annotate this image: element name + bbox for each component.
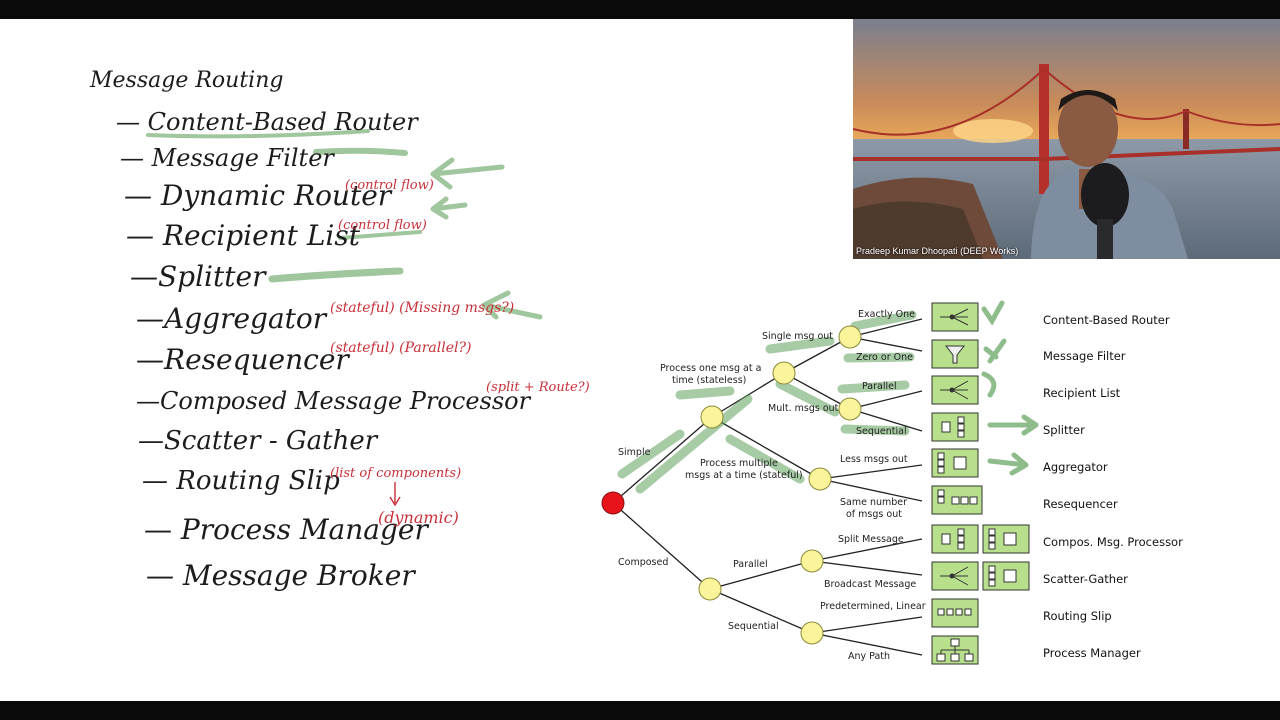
board-item-recipient-list: — Recipient List xyxy=(126,219,361,252)
tree-root-node xyxy=(601,491,625,515)
svg-text:Aggregator: Aggregator xyxy=(1043,460,1108,474)
svg-text:Process Manager: Process Manager xyxy=(1043,646,1141,660)
svg-text:Resequencer: Resequencer xyxy=(1043,497,1118,511)
tree-edges xyxy=(612,318,923,656)
svg-text:Composed: Composed xyxy=(618,557,668,568)
routing-slip-icon xyxy=(931,598,979,628)
svg-text:msgs at a time (stateful): msgs at a time (stateful) xyxy=(685,470,803,481)
board-item-composed-message-processor: —Composed Message Processor xyxy=(136,387,532,415)
board-item-resequencer: —Resequencer xyxy=(136,343,350,376)
note-aggregator: (stateful) (Missing msgs?) xyxy=(330,300,514,316)
svg-text:Any Path: Any Path xyxy=(848,651,890,662)
board-item-splitter: —Splitter xyxy=(130,260,267,293)
scatter-gather-icon xyxy=(931,561,1030,591)
composed-message-processor-icon xyxy=(931,524,1030,554)
edge-labels: Simple Composed Process one msg at a tim… xyxy=(618,309,926,662)
message-filter-icon xyxy=(931,339,979,369)
board-item-process-manager: — Process Manager xyxy=(144,513,429,546)
svg-text:Predetermined, Linear: Predetermined, Linear xyxy=(820,601,926,612)
board-item-routing-slip: — Routing Slip xyxy=(142,466,340,496)
icon-check-marks xyxy=(981,300,1039,476)
board-item-content-based-router: — Content-Based Router xyxy=(116,108,419,136)
board-item-scatter-gather: —Scatter - Gather xyxy=(138,426,379,456)
svg-text:Content-Based Router: Content-Based Router xyxy=(1043,313,1170,327)
svg-text:Splitter: Splitter xyxy=(1043,423,1085,437)
tree-highlights xyxy=(617,310,917,494)
board-item-message-broker: — Message Broker xyxy=(146,559,416,592)
recipient-list-icon xyxy=(931,375,979,405)
green-highlights xyxy=(146,129,543,320)
svg-text:Recipient List: Recipient List xyxy=(1043,386,1121,400)
webcam-overlay: Pradeep Kumar Dhoopati (DEEP Works) xyxy=(853,19,1280,259)
content-based-router-icon xyxy=(931,302,979,332)
svg-text:Routing Slip: Routing Slip xyxy=(1043,609,1112,623)
svg-text:Process one msg at a: Process one msg at a xyxy=(660,363,761,374)
svg-text:Same number: Same number xyxy=(840,497,907,508)
svg-text:Process multiple: Process multiple xyxy=(700,458,778,469)
svg-text:Sequential: Sequential xyxy=(728,621,779,632)
pattern-icons xyxy=(931,302,1030,665)
svg-text:Parallel: Parallel xyxy=(733,559,768,570)
svg-text:Split Message: Split Message xyxy=(838,534,904,545)
svg-text:Parallel: Parallel xyxy=(862,381,897,392)
svg-text:Simple: Simple xyxy=(618,447,651,458)
letterbox-top xyxy=(0,0,1280,19)
note-recipient-list: (control flow) xyxy=(338,218,427,233)
process-manager-icon xyxy=(931,635,979,665)
svg-text:Scatter-Gather: Scatter-Gather xyxy=(1043,572,1128,586)
board-list: — Content-Based Router — Message Filter … xyxy=(116,108,590,592)
svg-text:Single msg out: Single msg out xyxy=(762,331,833,342)
note-process-manager: (dynamic) xyxy=(378,508,459,527)
svg-text:Less msgs out: Less msgs out xyxy=(840,454,908,465)
participant-name: Pradeep Kumar Dhoopati (DEEP Works) xyxy=(856,246,1019,256)
note-resequencer: (stateful) (Parallel?) xyxy=(330,340,471,356)
svg-text:Sequential: Sequential xyxy=(856,426,907,437)
resequencer-icon xyxy=(931,485,983,515)
board-item-aggregator: —Aggregator xyxy=(136,302,328,335)
svg-text:Zero or One: Zero or One xyxy=(856,352,913,363)
svg-text:Compos. Msg. Processor: Compos. Msg. Processor xyxy=(1043,535,1183,549)
splitter-icon xyxy=(931,412,979,442)
svg-text:Broadcast Message: Broadcast Message xyxy=(824,579,916,590)
svg-text:Message Filter: Message Filter xyxy=(1043,349,1126,363)
svg-text:Mult. msgs out: Mult. msgs out xyxy=(768,403,839,414)
svg-text:time (stateless): time (stateless) xyxy=(672,375,746,386)
note-dynamic-router: (control flow) xyxy=(345,178,434,193)
note-arrow xyxy=(389,482,401,507)
aggregator-icon xyxy=(931,448,979,478)
board-title: Message Routing xyxy=(89,68,283,93)
note-routing-slip: (list of components) xyxy=(330,466,461,481)
whiteboard-canvas: Message Routing — Content-Based Router —… xyxy=(89,68,1183,665)
letterbox-bottom xyxy=(0,701,1280,720)
note-composed-message-processor: (split + Route?) xyxy=(486,380,590,395)
board-item-dynamic-router: — Dynamic Router xyxy=(124,179,393,212)
board-item-message-filter: — Message Filter xyxy=(120,144,335,172)
pattern-labels: Content-Based Router Message Filter Reci… xyxy=(1043,313,1183,660)
svg-text:Exactly One: Exactly One xyxy=(858,309,915,320)
webcam-feed xyxy=(853,19,1280,259)
tree-nodes xyxy=(698,325,862,645)
routing-decision-tree: Simple Composed Process one msg at a tim… xyxy=(601,300,1183,665)
svg-text:of msgs out: of msgs out xyxy=(846,509,902,520)
